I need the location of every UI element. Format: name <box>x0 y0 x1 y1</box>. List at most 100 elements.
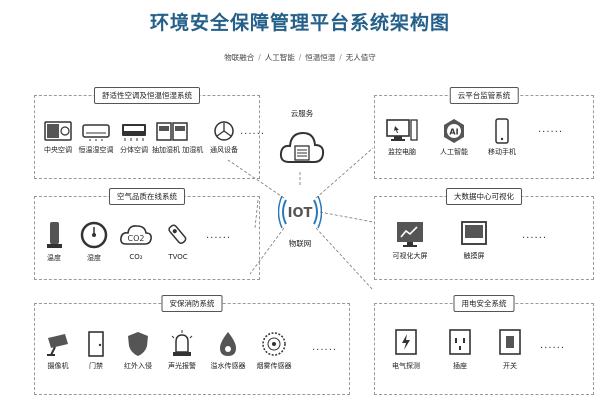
item-label: 湿度 <box>87 254 101 262</box>
shield-icon <box>128 332 148 356</box>
subtitle-separator: / <box>258 53 261 62</box>
fan-icon <box>214 121 234 141</box>
iot-icon: IOT <box>278 195 322 229</box>
smoke-sensor-icon <box>262 332 286 356</box>
more-indicator: ...... <box>540 340 566 351</box>
item-camera: 摄像机 <box>38 330 78 371</box>
alarm-light-icon <box>171 330 193 356</box>
more-indicator: ...... <box>522 230 548 241</box>
item-label: 触摸屏 <box>463 252 485 260</box>
box-electrical-safety-system: 用电安全系统 <box>374 295 594 395</box>
more-indicator: ...... <box>240 126 266 137</box>
central-ac-icon <box>44 121 72 141</box>
box-title: 舒适性空调及恒温恒湿系统 <box>94 87 200 104</box>
hygrometer-icon <box>80 221 108 249</box>
item-humidity: 湿度 <box>74 220 114 263</box>
door-icon <box>88 331 104 357</box>
tvoc-sensor-icon <box>168 224 187 244</box>
item-humidifier: 抽加湿机 加湿机 <box>152 120 204 155</box>
subtitle-separator: / <box>339 53 342 62</box>
item-water-leak-sensor: 溢水传感器 <box>208 330 248 371</box>
box-hvac-system: 舒适性空调及恒温恒湿系统 <box>34 87 260 179</box>
item-label: 人工智能 <box>440 148 468 156</box>
item-label: 通风设备 <box>210 146 238 154</box>
item-split-ac: 恒温湿空调 <box>76 120 116 155</box>
humidifier-icon <box>156 122 188 141</box>
box-title: 大数据中心可视化 <box>446 188 522 205</box>
subtitle-part: 无人值守 <box>345 53 376 62</box>
thermometer-icon <box>47 222 62 248</box>
item-central-ac: 中央空调 <box>38 120 78 155</box>
item-label: 监控电脑 <box>388 148 416 156</box>
item-label: 电气探测 <box>392 362 420 370</box>
more-indicator: ...... <box>538 124 564 135</box>
box-title: 用电安全系统 <box>453 295 515 312</box>
item-ventilation: 通风设备 <box>204 120 244 155</box>
subtitle-part: 恒温恒湿 <box>305 53 336 62</box>
item-monitoring-computer: 监控电脑 <box>382 118 422 157</box>
item-label: 温度 <box>47 254 61 262</box>
item-label: 溢水传感器 <box>210 362 246 370</box>
box-bigdata-visualization: 大数据中心可视化 <box>374 188 594 280</box>
box-air-quality-system: 空气品质在线系统 <box>34 188 260 280</box>
item-label: 烟雾传感器 <box>256 362 292 370</box>
cloud-server-icon <box>279 131 325 163</box>
box-title: 安保消防系统 <box>161 295 223 312</box>
subtitle-part: 人工智能 <box>264 53 295 62</box>
item-label: CO₂ <box>129 253 143 261</box>
svg-text:AI: AI <box>449 128 458 137</box>
item-label: 声光报警 <box>168 362 196 370</box>
iot-text: IOT <box>288 206 313 221</box>
phone-icon <box>495 118 509 144</box>
item-label: 可视化大屏 <box>392 252 428 260</box>
item-label: 移动手机 <box>488 148 516 156</box>
touch-screen-icon <box>461 221 487 245</box>
item-touch-screen: 触摸屏 <box>454 220 494 261</box>
item-infrared-intrusion: 红外入侵 <box>118 330 158 371</box>
item-mobile-phone: 移动手机 <box>482 118 522 157</box>
cloud-service-label: 云服务 <box>290 109 314 118</box>
electric-detector-icon <box>395 329 417 355</box>
item-label: 抽加湿机 加湿机 <box>152 146 204 154</box>
box-title: 空气品质在线系统 <box>109 188 185 205</box>
subtitle-separator: / <box>298 53 302 62</box>
item-tvoc: TVOC <box>158 220 198 261</box>
item-label: 恒温湿空调 <box>78 146 114 154</box>
iot-label: 物联网 <box>288 239 312 248</box>
item-label: 摄像机 <box>47 362 69 370</box>
page-title: 环境安全保障管理平台系统架构图 <box>149 12 450 34</box>
ai-icon: AI <box>444 119 464 143</box>
item-label: 中央空调 <box>44 146 72 154</box>
item-smoke-sensor: 烟雾传感器 <box>254 330 294 371</box>
item-co2: CO2 CO₂ <box>116 220 156 261</box>
item-electric-detection: 电气探测 <box>386 328 426 371</box>
computer-icon <box>386 119 418 141</box>
item-socket: 插座 <box>440 328 480 371</box>
item-label: 分体空调 <box>120 146 148 154</box>
item-sound-light-alarm: 声光报警 <box>162 330 202 371</box>
item-label: 红外入侵 <box>124 362 152 370</box>
box-title: 云平台监管系统 <box>449 87 519 104</box>
split-ac-icon <box>82 124 110 141</box>
window-ac-icon <box>122 124 146 141</box>
item-temperature: 温度 <box>34 220 74 263</box>
subtitle-part: 物联融合 <box>224 53 255 62</box>
page-subtitle: 物联融合/人工智能/恒温恒湿/无人值守 <box>0 52 600 63</box>
box-cloud-monitoring-system: 云平台监管系统 <box>374 87 594 179</box>
more-indicator: ...... <box>312 342 338 353</box>
item-window-ac: 分体空调 <box>114 120 154 155</box>
more-indicator: ...... <box>206 230 232 241</box>
switch-icon <box>499 329 521 355</box>
item-access-control: 门禁 <box>76 330 116 371</box>
box-security-fire-system: 安保消防系统 <box>34 295 350 395</box>
camera-icon <box>47 334 68 356</box>
co2-cloud-icon: CO2 <box>120 225 152 245</box>
item-label: 门禁 <box>89 362 103 370</box>
dashboard-screen-icon <box>397 222 423 247</box>
svg-text:CO2: CO2 <box>128 234 145 243</box>
item-switch: 开关 <box>490 328 530 371</box>
item-visual-screen: 可视化大屏 <box>390 220 430 261</box>
water-sensor-icon <box>220 332 236 356</box>
socket-icon <box>449 329 471 355</box>
